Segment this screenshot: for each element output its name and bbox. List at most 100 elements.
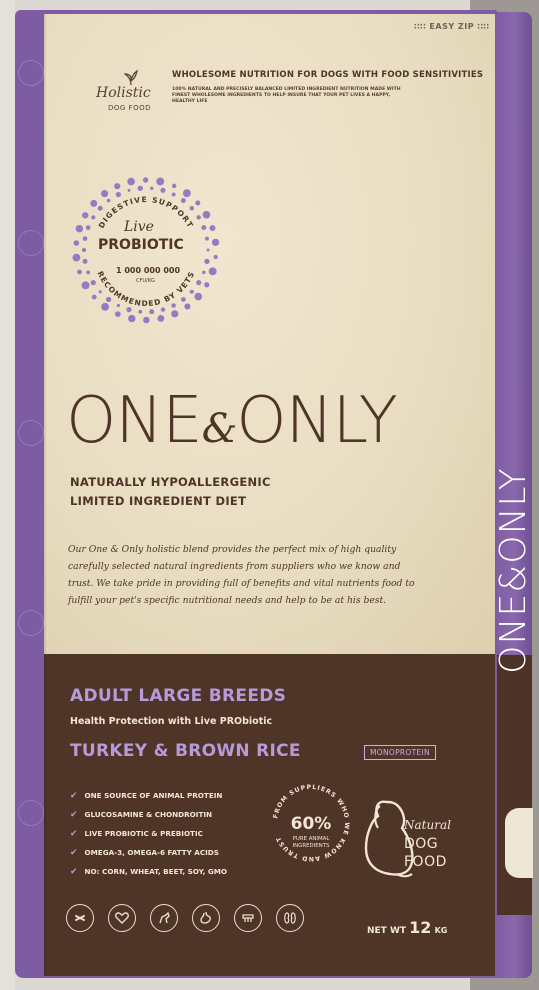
badge-dot [184, 303, 191, 310]
badge-dot [204, 258, 210, 265]
badge-dot [86, 270, 91, 275]
net-weight: NET WT 12 KG [367, 918, 447, 937]
badge-dot [202, 270, 206, 275]
badge-dot [127, 188, 131, 192]
net-unit: KG [434, 926, 448, 935]
badge-dot [143, 316, 150, 324]
badge-unit: CFU/KG [136, 278, 155, 284]
badge-dot [81, 247, 87, 253]
leaf-icon [122, 69, 138, 86]
badge-live: Live [124, 219, 154, 235]
top-headline: WHOLESOME NUTRITION FOR DOGS WITH FOOD S… [172, 70, 484, 80]
badge-dot [156, 177, 165, 186]
badge-dot [106, 198, 111, 203]
badge-dot [114, 311, 121, 317]
badge-dot [211, 238, 220, 246]
badge-dot [180, 297, 186, 302]
brown-panel [44, 654, 495, 904]
badge-dot [85, 225, 91, 230]
badge-probiotic: PROBIOTIC [98, 237, 184, 253]
badge-dot [182, 189, 191, 198]
check-icon: ✔ [70, 790, 78, 801]
badge-dot [204, 282, 210, 288]
heart-icon [108, 904, 136, 932]
holistic-sub: DOG FOOD [108, 104, 151, 112]
badge-dot [91, 294, 97, 300]
list-item: ✔ONE SOURCE OF ANIMAL PROTEIN [70, 790, 223, 801]
seal-percent: 60% [290, 814, 332, 834]
brand-logo: ONE&ONLY [66, 384, 398, 458]
badge-dot [137, 185, 143, 191]
bone-icon [66, 904, 94, 932]
doodle-icon [18, 420, 44, 446]
doodle-icon [18, 60, 44, 86]
list-item: ✔OMEGA-3, OMEGA-6 FATTY ACIDS [70, 847, 219, 858]
benefits-list: ✔ONE SOURCE OF ANIMAL PROTEIN ✔GLUCOSAMI… [70, 786, 227, 881]
badge-dot [138, 309, 143, 314]
side-badge [505, 808, 533, 878]
monoprotein-badge: MONOPROTEIN [364, 745, 436, 760]
badge-dot [75, 224, 84, 233]
badge-dot [171, 183, 177, 189]
badge-dot [101, 190, 109, 198]
badge-dot [81, 212, 89, 219]
badge-dot [149, 309, 155, 315]
badge-dot [194, 292, 203, 301]
health-line: Health Protection with Live PRObiotic [70, 716, 273, 727]
badge-dot [189, 205, 195, 211]
net-value: 12 [409, 918, 432, 937]
dog-icon [150, 904, 178, 932]
list-item: ✔NO: CORN, WHEAT, BEET, SOY, GMO [70, 866, 228, 877]
description-text: Our One & Only holistic blend provides t… [68, 544, 415, 606]
side-logo: ONE&ONLY [492, 466, 534, 674]
badge-dot [142, 177, 149, 183]
natural-food: FOOD [404, 854, 447, 870]
badge-dot [204, 236, 209, 241]
badge-dot [171, 192, 176, 197]
tagline-2: LIMITED INGREDIENT DIET [70, 494, 247, 508]
badge-count: 1 000 000 000 [116, 266, 181, 275]
top-subline: 100% NATURAL AND PRECISELY BALANCED LIMI… [172, 87, 401, 104]
badge-ring-bottom: RECOMMENDED BY VETS [96, 270, 196, 308]
badge-dot [201, 225, 207, 231]
probiotic-badge-ring: DIGESTIVE SUPPORT RECOMMENDED BY VETS [72, 177, 220, 324]
badge-dot [77, 269, 82, 275]
dog-silhouette-icon [364, 800, 414, 878]
check-icon: ✔ [70, 828, 78, 839]
badge-dot [82, 236, 88, 241]
background-left [0, 0, 15, 990]
badge-dot [73, 240, 80, 246]
seal-line-1: PURE ANIMAL [292, 836, 330, 842]
list-item: ✔LIVE PROBIOTIC & PREBIOTIC [70, 828, 203, 839]
badge-dot [98, 290, 102, 294]
logo-left: ONE [66, 384, 203, 458]
list-item: ✔GLUCOSAMINE & CHONDROITIN [70, 809, 213, 820]
kraft-panel [44, 14, 495, 654]
natural-dog: DOG [404, 836, 439, 852]
easy-zip-label: ∷∷ EASY ZIP ∷∷ [414, 22, 490, 31]
suppliers-seal: FROM SUPPLIERS WHO WE KNOW AND TRUST [272, 784, 349, 862]
net-label: NET WT [367, 926, 407, 936]
doodle-icon [18, 610, 44, 636]
badge-dot [126, 307, 132, 313]
logo-right: ONLY [236, 384, 397, 458]
badge-dot [189, 289, 194, 294]
badge-dot [160, 307, 166, 312]
check-icon: ✔ [70, 847, 78, 858]
badge-dot [208, 267, 217, 276]
badge-dot [150, 186, 154, 190]
breed-title: ADULT LARGE BREEDS [70, 686, 287, 706]
holistic-brand: Holistic [96, 85, 151, 101]
badge-dot [171, 303, 176, 308]
badge-dot [115, 191, 121, 198]
badge-dot [127, 177, 135, 186]
badge-dot [114, 183, 121, 190]
badge-dot [196, 280, 202, 286]
badge-dot [116, 303, 120, 308]
badge-dot [82, 258, 88, 264]
badge-dot [91, 215, 96, 220]
badge-dot [206, 248, 210, 252]
badge-dot [180, 198, 186, 203]
badge-dot [171, 310, 179, 318]
stomach-icon [192, 904, 220, 932]
